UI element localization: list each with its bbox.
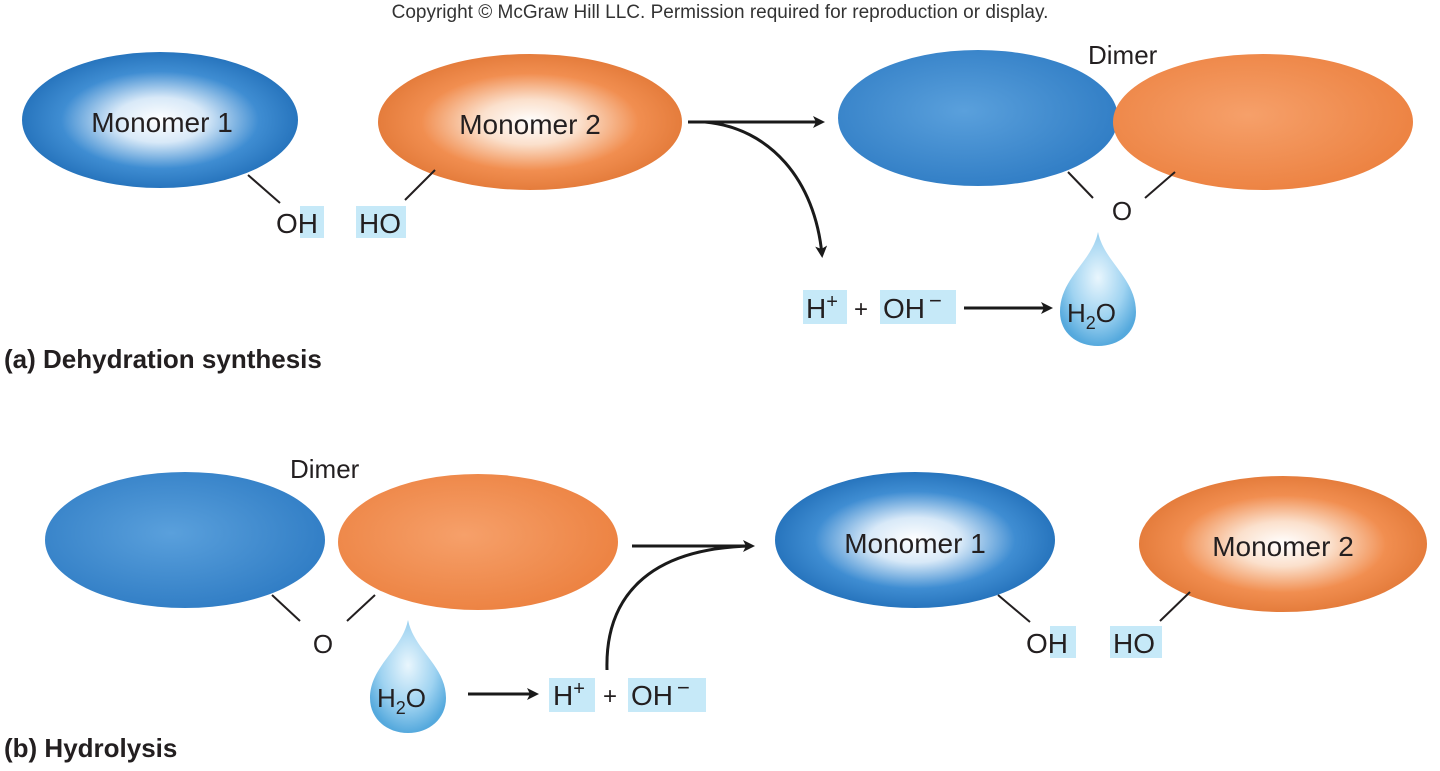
- panel-hydrolysis: Dimer O H2O H+ + OH− Monomer 1 OH: [4, 454, 1427, 763]
- copyright-notice: Copyright © McGraw Hill LLC. Permission …: [391, 2, 1049, 23]
- highlight-box: [628, 678, 706, 712]
- highlight-box: [1050, 626, 1076, 658]
- reactant-arrow: [605, 544, 753, 671]
- hydroxyl-group-label: OH: [1026, 628, 1068, 659]
- bond-line: [1159, 591, 1191, 622]
- water-droplet: [370, 620, 446, 733]
- water-droplet: [1060, 232, 1136, 346]
- highlight-box: [549, 678, 595, 712]
- dimer-orange-ellipse: [1113, 54, 1413, 190]
- plus-sign: +: [603, 683, 617, 710]
- bond-line: [1144, 171, 1176, 199]
- hydrogen-ion-label: H+: [806, 291, 838, 324]
- bond-line: [997, 594, 1031, 623]
- bond-line: [404, 169, 436, 201]
- dimer-blue-ellipse: [45, 472, 325, 608]
- highlight-box: [356, 206, 406, 238]
- monomer-1-label: Monomer 1: [844, 528, 986, 559]
- highlight-box: [880, 290, 956, 324]
- dimer-label: Dimer: [1088, 40, 1158, 70]
- monomer-1-label: Monomer 1: [91, 107, 233, 138]
- monomer-1-ellipse: [22, 52, 298, 188]
- oxygen-bridge-label: O: [313, 629, 333, 659]
- panel-dehydration: Monomer 1 OH Monomer 2 HO Dimer O H+ + O…: [4, 40, 1413, 374]
- water-label: H2O: [1067, 298, 1116, 333]
- bond-line: [1067, 171, 1094, 199]
- hydroxyl-group-label: HO: [359, 208, 401, 239]
- bond-line: [346, 594, 376, 622]
- hydroxide-ion-label: OH−: [883, 288, 942, 324]
- oxygen-bridge-label: O: [1112, 196, 1132, 226]
- hydroxide-ion-label: OH−: [631, 675, 690, 711]
- dimer-label: Dimer: [290, 454, 360, 484]
- panel-b-caption: (b) Hydrolysis: [4, 733, 177, 763]
- highlight-box: [803, 290, 847, 324]
- plus-sign: +: [854, 296, 868, 323]
- panel-a-caption: (a) Dehydration synthesis: [4, 344, 322, 374]
- monomer-2-ellipse: [378, 54, 682, 190]
- monomer-2-label: Monomer 2: [459, 109, 601, 140]
- monomer-2-label: Monomer 2: [1212, 531, 1354, 562]
- bond-line: [271, 594, 301, 622]
- monomer-1-ellipse: [775, 472, 1055, 608]
- hydroxyl-group-label: OH: [276, 208, 318, 239]
- highlight-box: [300, 206, 324, 238]
- hydroxyl-group-label: HO: [1113, 628, 1155, 659]
- water-label: H2O: [377, 683, 426, 718]
- hydrogen-ion-label: H+: [553, 678, 585, 711]
- dimer-orange-ellipse: [338, 474, 618, 610]
- byproduct-arrow: [704, 120, 828, 258]
- dimer-blue-ellipse: [838, 50, 1118, 186]
- bond-line: [247, 174, 281, 204]
- monomer-2-ellipse: [1139, 476, 1427, 612]
- highlight-box: [1110, 626, 1162, 658]
